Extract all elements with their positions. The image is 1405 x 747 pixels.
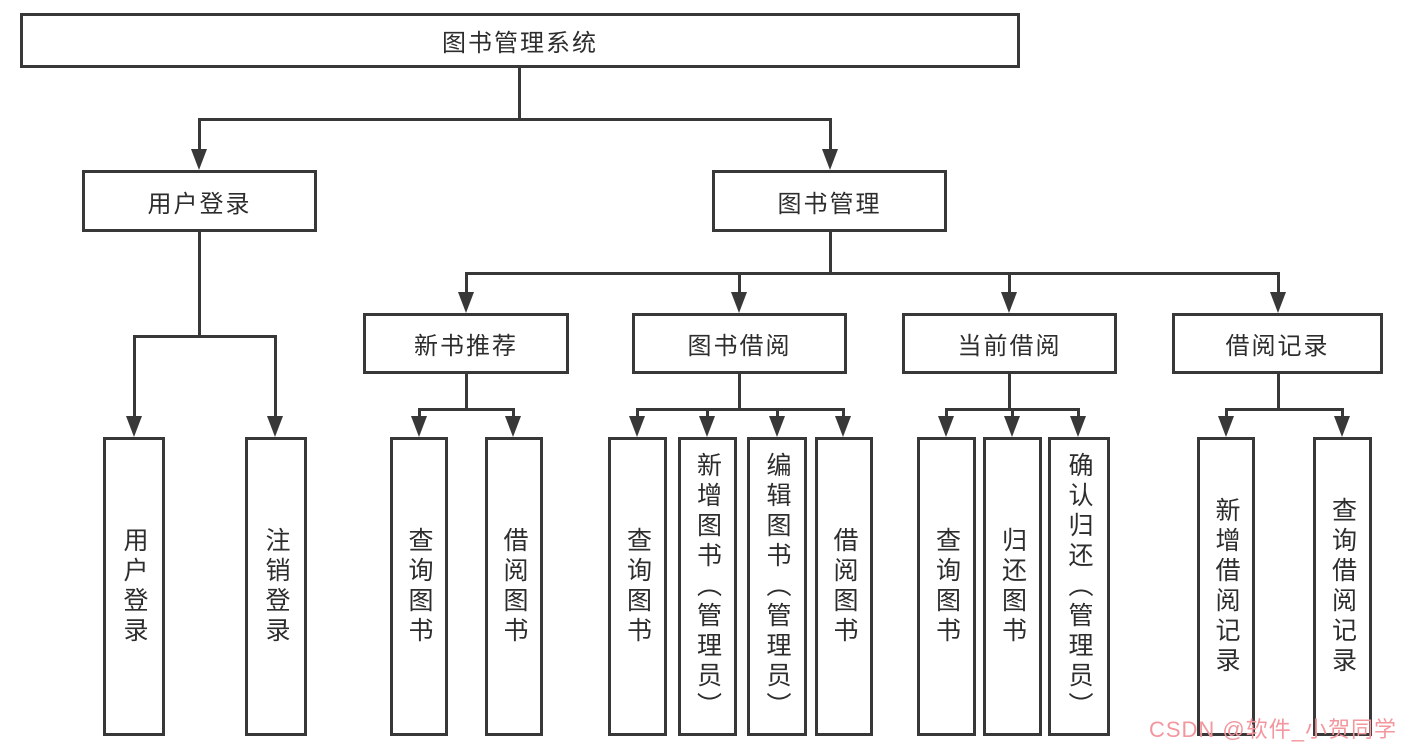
- connector-drop: [1225, 408, 1228, 420]
- arrow-down-icon: [1070, 416, 1086, 437]
- connector-drop-leaf-login: [133, 335, 136, 419]
- connector-drop-leaf-logout: [274, 335, 277, 419]
- arrow-down-icon: [126, 416, 142, 437]
- connector-new-book-stem: [465, 374, 468, 408]
- connector-drop-book-management: [829, 118, 832, 154]
- connector-book-borrow-rail: [636, 408, 844, 411]
- arrow-down-icon: [629, 416, 645, 437]
- node-borrow-record: 借阅记录: [1172, 313, 1383, 374]
- connector-drop: [1341, 408, 1344, 420]
- arrow-down-icon: [769, 416, 785, 437]
- connector-drop: [776, 408, 779, 420]
- leaf-confirm-return-admin: 确认归还（管理员）: [1048, 437, 1110, 736]
- leaf-logout: 注销登录: [245, 437, 307, 736]
- arrow-down-icon: [938, 416, 954, 437]
- leaf-borrow-books-recommend: 借阅图书: [485, 437, 543, 736]
- connector-book-mgmt-rail: [465, 272, 1280, 275]
- leaf-query-books-recommend: 查询图书: [390, 437, 448, 736]
- connector-drop: [512, 408, 515, 420]
- connector-drop-new-book: [465, 272, 468, 295]
- leaf-add-borrow-record: 新增借阅记录: [1197, 437, 1255, 736]
- connector-drop: [842, 408, 845, 420]
- leaf-query-books-current: 查询图书: [917, 437, 976, 736]
- connector-drop: [418, 408, 421, 420]
- connector-borrow-record-rail: [1225, 408, 1344, 411]
- arrow-down-icon: [267, 416, 283, 437]
- connector-drop: [706, 408, 709, 420]
- arrow-down-icon: [411, 416, 427, 437]
- connector-drop: [1011, 408, 1014, 420]
- leaf-user-login: 用户登录: [103, 437, 165, 736]
- connector-borrow-record-stem: [1277, 374, 1280, 408]
- leaf-add-book-admin: 新增图书（管理员）: [678, 437, 737, 736]
- leaf-query-books-borrow: 查询图书: [608, 437, 667, 736]
- connector-book-mgmt-stem: [829, 232, 832, 272]
- node-library-management-system: 图书管理系统: [20, 13, 1020, 68]
- node-book-borrow: 图书借阅: [632, 313, 847, 374]
- leaf-query-borrow-record: 查询借阅记录: [1313, 437, 1372, 736]
- arrow-down-icon: [1334, 416, 1350, 437]
- arrow-down-icon: [731, 292, 747, 313]
- node-new-book-recommend: 新书推荐: [363, 313, 569, 374]
- connector-drop-borrow-record: [1277, 272, 1280, 295]
- connector-new-book-rail: [418, 408, 515, 411]
- connector-current-borrow-stem: [1008, 374, 1011, 408]
- arrow-down-icon: [458, 292, 474, 313]
- connector-drop-book-borrow: [738, 272, 741, 295]
- arrow-down-icon: [835, 416, 851, 437]
- arrow-down-icon: [1004, 416, 1020, 437]
- csdn-watermark: CSDN @软件_小贺同学: [1148, 717, 1397, 742]
- connector-drop: [945, 408, 948, 420]
- connector-root-rail: [198, 118, 831, 121]
- leaf-edit-book-admin: 编辑图书（管理员）: [747, 437, 807, 736]
- connector-drop: [636, 408, 639, 420]
- node-current-borrow: 当前借阅: [902, 313, 1117, 374]
- connector-drop: [1077, 408, 1080, 420]
- arrow-down-icon: [1270, 292, 1286, 313]
- arrow-down-icon: [1001, 292, 1017, 313]
- arrow-down-icon: [191, 149, 207, 170]
- connector-user-login-rail: [133, 335, 276, 338]
- connector-book-borrow-stem: [738, 374, 741, 408]
- connector-user-login-stem: [198, 232, 201, 335]
- node-user-login: 用户登录: [82, 170, 317, 232]
- arrow-down-icon: [505, 416, 521, 437]
- connector-drop-current-borrow: [1008, 272, 1011, 295]
- connector-root-stem: [518, 68, 521, 118]
- connector-drop-user-login: [198, 118, 201, 154]
- leaf-borrow-books: 借阅图书: [815, 437, 873, 736]
- leaf-return-books: 归还图书: [983, 437, 1042, 736]
- arrow-down-icon: [699, 416, 715, 437]
- arrow-down-icon: [822, 149, 838, 170]
- node-book-management: 图书管理: [712, 170, 947, 232]
- arrow-down-icon: [1218, 416, 1234, 437]
